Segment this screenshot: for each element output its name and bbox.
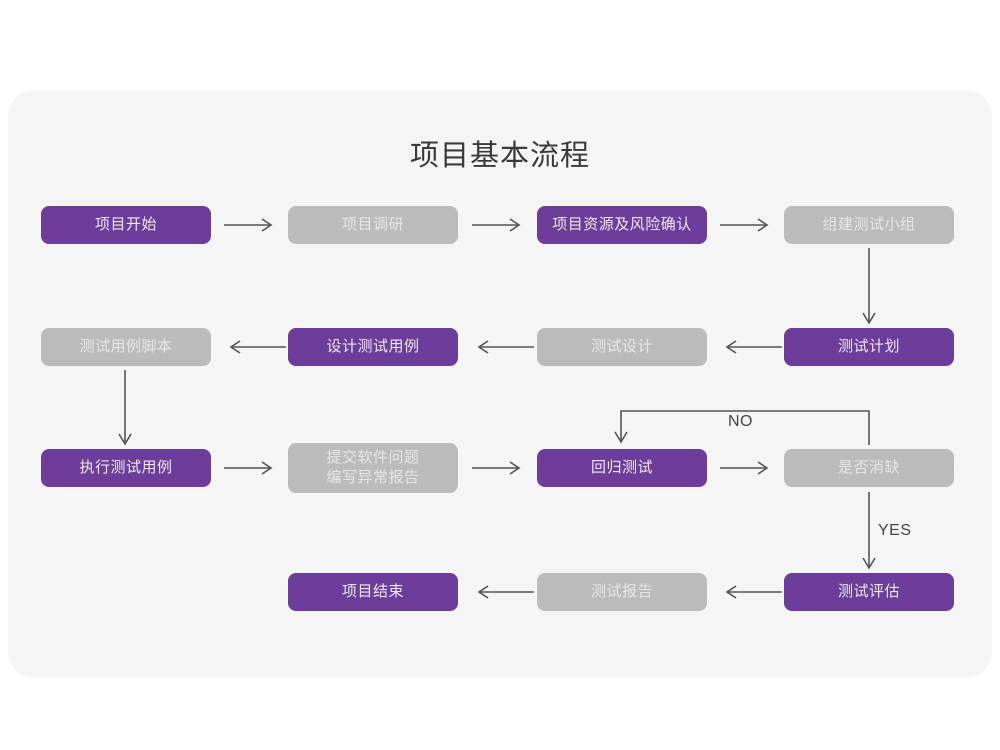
node-test-case-script[interactable]: 测试用例脚本 xyxy=(41,328,211,366)
node-resource-risk-confirm[interactable]: 项目资源及风险确认 xyxy=(537,206,707,244)
node-test-evaluation[interactable]: 测试评估 xyxy=(784,573,954,611)
node-test-design[interactable]: 测试设计 xyxy=(537,328,707,366)
node-project-start[interactable]: 项目开始 xyxy=(41,206,211,244)
node-submit-issue-report[interactable]: 提交软件问题 编写异常报告 xyxy=(288,443,458,493)
node-defect-cleared[interactable]: 是否消缺 xyxy=(784,449,954,487)
node-test-plan[interactable]: 测试计划 xyxy=(784,328,954,366)
node-project-research[interactable]: 项目调研 xyxy=(288,206,458,244)
edge-label-no: NO xyxy=(728,413,753,430)
node-form-test-team[interactable]: 组建测试小组 xyxy=(784,206,954,244)
node-test-report[interactable]: 测试报告 xyxy=(537,573,707,611)
node-design-test-case[interactable]: 设计测试用例 xyxy=(288,328,458,366)
node-project-end[interactable]: 项目结束 xyxy=(288,573,458,611)
node-regression-test[interactable]: 回归测试 xyxy=(537,449,707,487)
page-title: 项目基本流程 xyxy=(409,140,590,172)
edge-label-yes: YES xyxy=(878,522,912,539)
node-execute-test-case[interactable]: 执行测试用例 xyxy=(41,449,211,487)
